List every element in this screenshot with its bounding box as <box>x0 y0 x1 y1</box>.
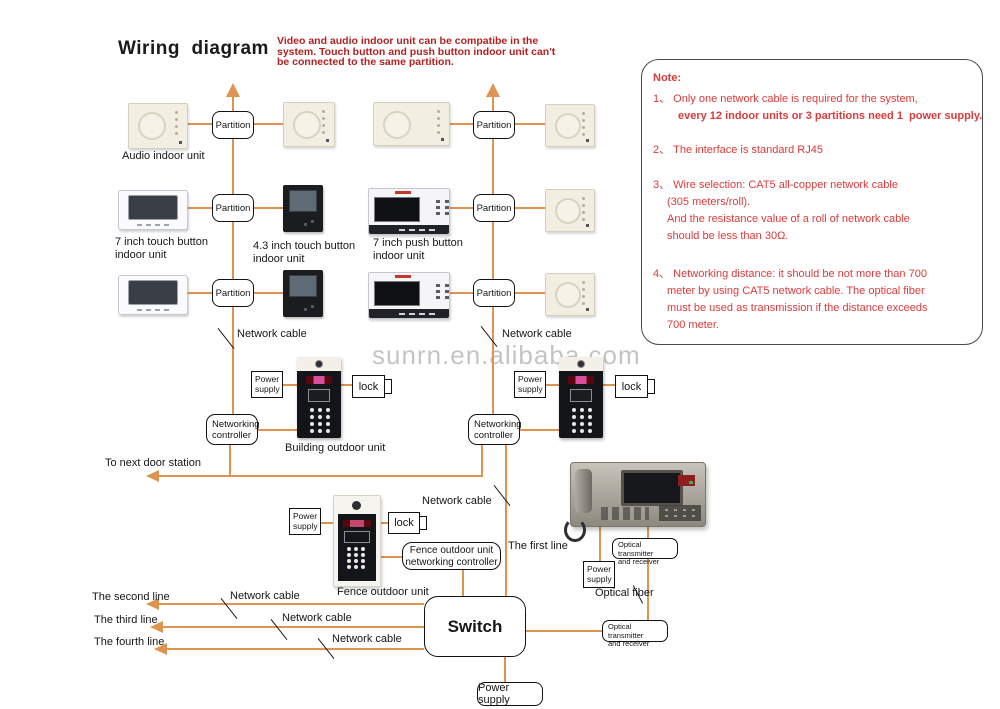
fence-outdoor-unit-image <box>333 495 381 587</box>
wire-to-next-door <box>158 475 483 477</box>
management-phone-image <box>564 462 706 542</box>
touch-4.3inch-indoor-unit-image <box>283 270 323 317</box>
arrow-left-icon <box>146 598 159 610</box>
audio-indoor-unit-label: Audio indoor unit <box>122 150 205 162</box>
wire-third-line <box>162 626 424 628</box>
arrow-left-icon <box>150 621 163 633</box>
arrow-up-icon <box>486 83 500 97</box>
network-cable-label: Network cable <box>332 633 402 645</box>
optical-fiber-label: Optical fiber <box>595 587 654 599</box>
audio-indoor-unit-image <box>545 189 595 232</box>
lock-box: lock <box>388 512 420 534</box>
wire <box>379 556 402 558</box>
arrow-left-icon <box>146 470 159 482</box>
arrow-left-icon <box>154 643 167 655</box>
wire <box>519 429 559 431</box>
wire <box>504 655 506 682</box>
audio-indoor-unit-image <box>283 102 335 147</box>
wire <box>599 525 601 562</box>
lock-box: lock <box>615 375 648 398</box>
wire <box>546 384 559 386</box>
audio-indoor-unit-image <box>128 103 188 149</box>
third-line-label: The third line <box>94 614 158 626</box>
touch-7inch-indoor-unit-image <box>118 275 188 315</box>
wire <box>258 429 298 431</box>
first-line-label: The first line <box>508 540 568 552</box>
building-outdoor-unit-image <box>559 357 603 438</box>
partition-box: Partition <box>473 194 515 222</box>
page-title: Wiring diagram <box>118 38 269 59</box>
warning-line: Video and audio indoor unit can be compa… <box>277 35 539 47</box>
to-next-door-station-label: To next door station <box>105 457 202 469</box>
warning-text: Video and audio indoor unit can be compa… <box>277 36 567 68</box>
wire-second-line <box>158 603 424 605</box>
partition-box: Partition <box>212 194 254 222</box>
arrow-up-icon <box>226 83 240 97</box>
lock-tab <box>384 379 392 394</box>
note-heading: Note: <box>653 72 682 84</box>
lock-tab <box>647 379 655 394</box>
push-7inch-indoor-unit-image <box>368 188 450 235</box>
wire <box>321 522 333 524</box>
warning-line: system. Touch button and push button ind… <box>277 45 556 58</box>
network-cable-label: Network cable <box>230 590 300 602</box>
wire <box>229 445 231 477</box>
video-indoor-unit-image <box>373 102 450 146</box>
partition-box: Partition <box>473 279 515 307</box>
wire <box>647 525 649 538</box>
partition-box: Partition <box>212 279 254 307</box>
note-item: 4、 Networking distance: it should be not… <box>653 268 928 331</box>
network-cable-label: Network cable <box>502 328 572 340</box>
partition-box: Partition <box>473 111 515 139</box>
building-outdoor-unit-image <box>297 357 341 438</box>
switch-box: Switch <box>424 596 526 657</box>
wire-first-line <box>505 445 507 596</box>
push-7inch-indoor-unit-image <box>368 272 450 319</box>
note-item: 1、 Only one network cable is required fo… <box>653 93 983 122</box>
audio-indoor-unit-image <box>545 104 595 147</box>
wire <box>601 384 616 386</box>
note-item: 3、 Wire selection: CAT5 all-copper netwo… <box>653 179 910 242</box>
second-line-label: The second line <box>92 591 170 603</box>
wire <box>339 384 353 386</box>
power-supply-box: Power supply <box>477 682 543 706</box>
bus-wire-left <box>232 96 234 414</box>
partition-box: Partition <box>212 111 254 139</box>
wire <box>462 570 464 596</box>
network-cable-label: Network cable <box>422 495 492 507</box>
wire-optical-fiber <box>647 559 649 621</box>
cable-tick <box>493 484 511 507</box>
wire <box>281 384 298 386</box>
bus-wire-middle <box>492 96 494 414</box>
lock-tab <box>419 516 427 530</box>
building-outdoor-unit-label: Building outdoor unit <box>285 442 386 454</box>
audio-indoor-unit-image <box>545 273 595 316</box>
note-item: 2、 The interface is standard RJ45 <box>653 144 823 156</box>
fence-outdoor-unit-label: Fence outdoor unit <box>337 586 429 598</box>
touch-7inch-indoor-unit-image <box>118 190 188 230</box>
warning-line: be connected to the same partition. <box>277 56 454 68</box>
note-box: Note: 1、 Only one network cable is requi… <box>641 59 983 345</box>
network-cable-label: Network cable <box>237 328 307 340</box>
lock-box: lock <box>352 375 385 398</box>
wire <box>379 522 388 524</box>
touch-4.3inch-indoor-unit-image <box>283 185 323 232</box>
wire <box>481 445 483 477</box>
wire-fourth-line <box>166 648 424 650</box>
network-cable-label: Network cable <box>282 612 352 624</box>
wire <box>524 630 602 632</box>
fourth-line-label: The fourth line <box>94 636 165 648</box>
